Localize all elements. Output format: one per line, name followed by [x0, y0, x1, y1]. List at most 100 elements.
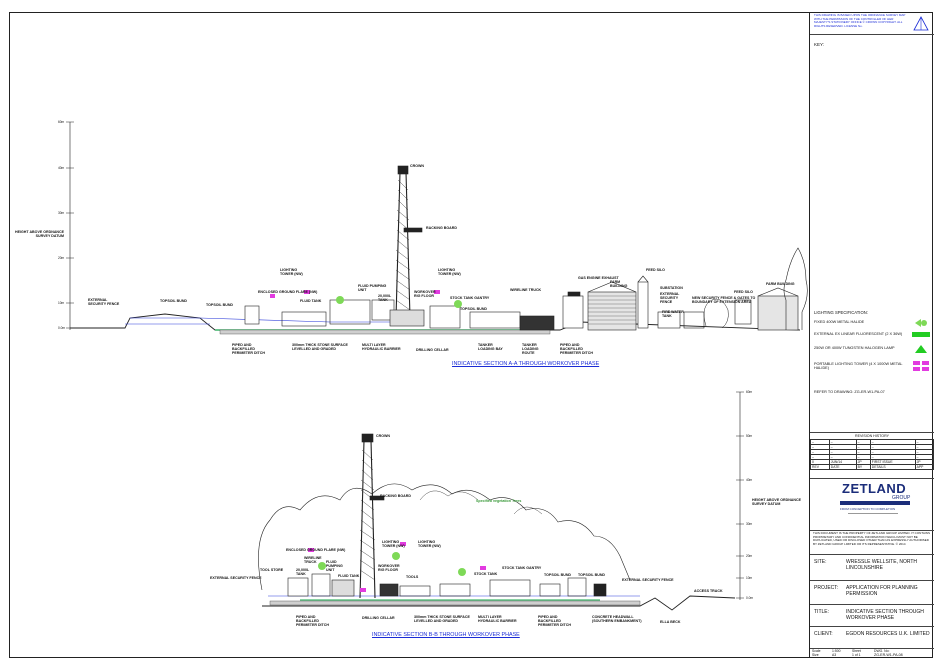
project-field: PROJECT: APPLICATION FOR PLANNING PERMIS…: [810, 580, 934, 604]
section-a-tick-40m: 40m: [58, 166, 65, 170]
lighting-item-fluorescent: EXTERNAL EX LINEAR FLUORESCENT (2 X 36W): [814, 332, 903, 336]
section-b-label: EXTERNAL SECURITY FENCE: [210, 576, 262, 580]
section-b-label: STOCK TANK GANTRY: [502, 566, 542, 570]
site-field: SITE: WRESSLE WELLSITE, NORTH LINCOLNSHI…: [810, 554, 934, 580]
section-a-label: CROWN: [410, 164, 424, 168]
lighting-tower-icon: [913, 361, 929, 371]
section-b-tick: 40m: [746, 478, 753, 482]
section-a-tick-60m: 60m: [58, 120, 65, 124]
section-a-label: FEED SILO: [734, 290, 753, 294]
section-b-tick: 10m: [746, 576, 753, 580]
zetland-logo: ZETLAND GROUP FROM CONCEPTION TO COMPLET…: [810, 478, 934, 530]
section-a-label: STOCK TANK GANTRY: [450, 296, 490, 300]
section-a-label: FARM BUILDING: [766, 282, 795, 286]
section-b-label: 300mm THICK STONE SURFACE LEVELLED AND G…: [414, 615, 470, 623]
section-a-tick-0m: 0.0m: [58, 326, 66, 330]
section-a-label: DRILLING CELLAR: [416, 348, 449, 352]
section-a-label: TOPSOIL BUND: [160, 299, 188, 303]
section-b-label: ACCESS TRACK: [694, 589, 723, 593]
lighting-item-halogen: 250W OR 400W TUNGSTEN HALOGEN LAMP: [814, 346, 895, 350]
section-a-label: TANKER LOADING BAY: [478, 343, 503, 351]
section-a-label: RACKING BOARD: [426, 226, 457, 230]
halogen-icon: [915, 345, 927, 353]
section-a-label: EXTERNAL SECURITY FENCE: [660, 292, 680, 304]
section-a-label: EXTERNAL SECURITY FENCE: [88, 298, 120, 306]
section-a-tick-30m: 30m: [58, 211, 65, 215]
section-b-label: DRILLING CELLAR: [362, 616, 395, 620]
section-a-label: TOPSOIL BUND: [460, 307, 488, 311]
section-b-label: FLUID TANK: [338, 574, 360, 578]
key-label: KEY:: [814, 42, 825, 47]
lighting-item-tower: PORTABLE LIGHTING TOWER (4 X 1000W METAL…: [814, 362, 903, 371]
section-a-label: 300mm THICK STONE SURFACE LEVELLED AND G…: [292, 343, 348, 351]
section-b-label: TOOL STORE: [260, 568, 284, 572]
section-b-label: EXTERNAL SECURITY FENCE: [622, 578, 674, 582]
section-a-label: GAS ENGINE EXHAUST: [578, 276, 619, 280]
section-b-label: LIGHTING TOWER (NW): [418, 540, 441, 548]
section-b-label: CROWN: [376, 434, 390, 438]
metal-halide-icon: [915, 319, 927, 327]
section-b-label: CONCRETE HEADWALL (SOUTHERN EMBANKMENT): [592, 615, 642, 623]
section-a-label: PIPED AND BACKFILLED PERIMETER DITCH: [232, 343, 265, 355]
section-b-label: TOPSOIL BUND: [578, 573, 606, 577]
section-a-label: SUBSTATION: [660, 286, 683, 290]
title-block: THIS DRAWING IS BASED UPON THE ORDNANCE …: [809, 12, 935, 658]
section-b-label: WORKOVER RIG FLOOR: [378, 564, 400, 572]
section-a-label: TANKER LOADING ROUTE: [522, 343, 539, 355]
section-b-drawing: [258, 391, 744, 611]
section-b-label: 20,000L TANK: [296, 568, 310, 576]
section-b-label: TOPSOIL BUND: [544, 573, 572, 577]
section-b-label: MULTI LAYER HYDRAULIC BARRIER: [478, 615, 517, 623]
section-b-label: STOCK TANK: [474, 572, 498, 576]
title-field: TITLE: INDICATIVE SECTION THROUGH WORKOV…: [810, 604, 934, 626]
section-b-tick: 0.0m: [746, 596, 754, 600]
section-a-label: FEED SILO: [646, 268, 665, 272]
section-a-rig-mast: [395, 165, 423, 319]
lighting-title: LIGHTING SPECIFICATION:: [814, 310, 868, 315]
section-b-label: PIPED AND BACKFILLED PERIMETER DITCH: [538, 615, 571, 627]
logo-group: GROUP: [892, 495, 911, 501]
section-a-label: WORKOVER RIG FLOOR: [414, 290, 436, 298]
section-b-tick: 60m: [746, 390, 753, 394]
section-a-label: 20,000L TANK: [378, 294, 392, 302]
section-b-label: LIGHTING TOWER (NW): [382, 540, 405, 548]
section-b-label: RACKING BOARD: [380, 494, 411, 498]
section-a-label: MULTI LAYER HYDRAULIC BARRIER: [362, 343, 401, 351]
copyright-note: THIS DRAWING IS BASED UPON THE ORDNANCE …: [814, 13, 906, 28]
section-a-label: WIRELINE TRUCK: [510, 288, 542, 292]
section-a-tick-20m: 20m: [58, 256, 65, 260]
lighting-item-metal-halide: FIXED 400W METAL HALIDE: [814, 320, 865, 324]
section-a-label: NEW SECURITY FENCE & GATES TO BOUNDARY O…: [692, 296, 756, 304]
section-a-caption: INDICATIVE SECTION A-A THROUGH WORKOVER …: [452, 361, 600, 367]
section-b-caption: INDICATIVE SECTION B-B THROUGH WORKOVER …: [372, 632, 520, 638]
section-a-drawing: [66, 121, 808, 335]
section-b-label: TOOLS: [406, 575, 419, 579]
drawing-sheet-border: [9, 12, 933, 658]
section-b-y-axis-label: HEIGHT ABOVE ORDNANCE SURVEY DATUM: [752, 498, 801, 506]
logo-name: ZETLAND: [842, 481, 907, 496]
section-b-label: ENCLOSED GROUND FLARE (NW): [286, 548, 346, 552]
section-b-tick: 50m: [746, 434, 753, 438]
drawing-number: ZG-ER-W1-PA-08: [874, 653, 903, 657]
section-b-tick: 30m: [746, 522, 753, 526]
section-a-label: LIGHTING TOWER (NW): [438, 268, 461, 276]
revision-title: REVISION HISTORY: [854, 434, 890, 438]
section-a-label: TOPSOIL BUND: [206, 303, 234, 307]
section-b-label: FLUID PUMPING UNIT: [326, 560, 343, 572]
section-a-label: FIRE WATER TANK: [662, 310, 684, 318]
section-b-label: ELLA BECK: [660, 620, 681, 624]
section-a-y-axis-label: HEIGHT ABOVE ORDNANCE SURVEY DATUM: [15, 230, 64, 238]
section-a-label: FARM BUILDING: [610, 280, 628, 288]
section-a-label: FLUID TANK: [300, 299, 322, 303]
section-a-label: PIPED AND BACKFILLED PERIMETER DITCH: [560, 343, 593, 355]
section-b-label: PIPED AND BACKFILLED PERIMETER DITCH: [296, 615, 329, 627]
section-b-label: WIRELINE TRUCK: [304, 556, 322, 564]
section-b-label: Specified vegetation Trees: [476, 499, 522, 503]
disclaimer: THIS DOCUMENT IS THE PROPERTY OF ZETLAND…: [813, 531, 930, 546]
refer-drawing: REFER TO DRAWING: ZG-ER-W1-PA-07: [814, 390, 885, 394]
fluorescent-icon: [912, 332, 930, 337]
section-a-label: ENCLOSED GROUND FLARE (NW): [258, 290, 318, 294]
logo-tagline: FROM CONCEPTION TO COMPLETION: [840, 507, 896, 511]
